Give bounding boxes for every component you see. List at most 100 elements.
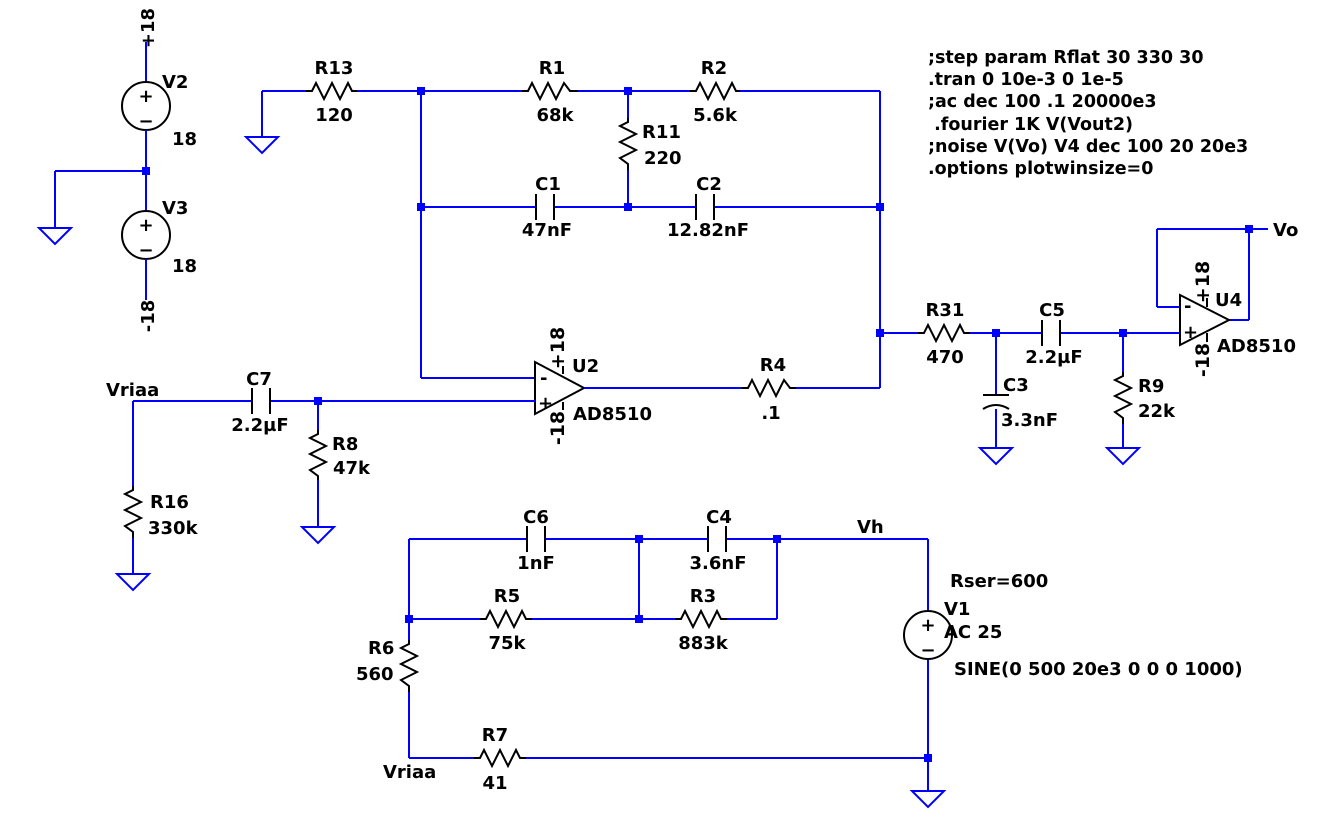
ground-icon	[299, 526, 337, 545]
v1-ac: AC 25	[944, 622, 1002, 643]
r5-name: R5	[494, 586, 520, 607]
r16-name: R16	[150, 492, 189, 513]
resistor-r13[interactable]: R13 120	[306, 58, 357, 126]
v1-sine: SINE(0 500 20e3 0 0 0 1000)	[954, 659, 1243, 680]
v2-name: V2	[162, 72, 188, 93]
c3-name: C3	[1003, 375, 1029, 396]
r31-name: R31	[926, 300, 965, 321]
supply-v2[interactable]: + − +18 V2 18	[121, 8, 197, 210]
noninverting-input-sign: +	[538, 393, 553, 414]
resistor-r7[interactable]: R7 41	[474, 725, 526, 794]
r1-name: R1	[539, 58, 565, 79]
u2-name: U2	[572, 356, 599, 377]
capacitor-c6[interactable]: C6 1nF	[517, 507, 555, 574]
minus-sign: −	[138, 111, 153, 132]
ground-icon	[1104, 447, 1142, 466]
directive-noise[interactable]: ;noise V(Vo) V4 dec 100 20 20e3	[928, 137, 1248, 157]
v3-name: V3	[162, 198, 188, 219]
r2-value: 5.6k	[693, 105, 738, 126]
u2-model: AD8510	[573, 404, 652, 425]
resistor-r1[interactable]: R1 68k	[522, 58, 578, 126]
output-wires	[880, 225, 1268, 466]
directive-step[interactable]: ;step param Rflat 30 330 30	[928, 48, 1204, 68]
net-label-vh: Vh	[857, 517, 884, 538]
resistor-r8[interactable]: R8 47k	[307, 430, 371, 480]
resistor-r31[interactable]: R31 470	[918, 300, 970, 368]
net-label-vo: Vo	[1273, 220, 1298, 241]
directive-fourier[interactable]: .fourier 1K V(Vout2)	[928, 115, 1133, 135]
bottom-network-wires	[405, 535, 947, 809]
net-label-vriaa: Vriaa	[106, 380, 159, 401]
v3-rail-label: -18	[138, 300, 159, 333]
capacitor-c3[interactable]: C3 3.3nF	[982, 375, 1058, 431]
resistor-r9[interactable]: R9 22k	[1112, 372, 1176, 424]
r13-value: 120	[315, 105, 353, 126]
r4-value: .1	[761, 403, 780, 424]
minus-sign: −	[138, 240, 153, 261]
v3-value: 18	[172, 256, 197, 277]
v2-rail-label: +18	[138, 8, 159, 48]
c7-name: C7	[246, 369, 272, 390]
capacitor-c4[interactable]: C4 3.6nF	[690, 507, 747, 574]
r4-name: R4	[760, 355, 786, 376]
v1-name: V1	[944, 599, 970, 620]
plus-sign: +	[138, 215, 153, 236]
capacitor-c7[interactable]: C7 2.2µF	[231, 369, 288, 436]
c4-name: C4	[706, 507, 732, 528]
r11-value: 220	[644, 148, 682, 169]
ground-icon	[909, 790, 947, 809]
resistor-r5[interactable]: R5 75k	[480, 586, 532, 654]
c6-name: C6	[523, 507, 549, 528]
r31-value: 470	[926, 347, 964, 368]
r16-value: 330k	[148, 518, 199, 539]
r7-value: 41	[482, 773, 507, 794]
inverting-input-sign: -	[1184, 296, 1191, 317]
v1-rser: Rser=600	[950, 571, 1048, 592]
u4-pos-rail: +18	[1192, 261, 1214, 303]
r5-value: 75k	[488, 633, 526, 654]
u4-name: U4	[1215, 290, 1242, 311]
ground-icon	[114, 573, 152, 592]
r6-name: R6	[368, 638, 394, 659]
directive-tran[interactable]: .tran 0 10e-3 0 1e-5	[928, 70, 1124, 90]
input-wires	[114, 397, 535, 592]
c5-value: 2.2µF	[1025, 347, 1082, 368]
source-v1[interactable]: + − Rser=600 V1 AC 25 SINE(0 500 20e3 0 …	[903, 571, 1243, 680]
spice-directives: ;step param Rflat 30 330 30 .tran 0 10e-…	[928, 48, 1248, 179]
plus-sign: +	[920, 615, 935, 636]
capacitor-c2[interactable]: C2 12.82nF	[667, 174, 749, 241]
u4-neg-rail: -18	[1192, 343, 1214, 377]
r11-name: R11	[642, 122, 681, 143]
r13-name: R13	[315, 58, 354, 79]
r6-value: 560	[356, 664, 394, 685]
ground-icon	[977, 447, 1015, 466]
c7-value: 2.2µF	[231, 415, 288, 436]
supply-v3[interactable]: + − -18 V3 18	[121, 198, 197, 333]
resistor-r4[interactable]: R4 .1	[742, 355, 796, 424]
resistor-r6[interactable]: R6 560	[356, 638, 420, 692]
r9-name: R9	[1138, 376, 1164, 397]
r1-value: 68k	[536, 105, 574, 126]
resistor-r16[interactable]: R16 330k	[122, 486, 199, 539]
plus-sign: +	[138, 86, 153, 107]
capacitor-c5[interactable]: C5 2.2µF	[1025, 300, 1082, 368]
r8-name: R8	[332, 434, 358, 455]
resistor-r11[interactable]: R11 220	[617, 118, 682, 170]
top-feedback-wires	[243, 87, 884, 388]
r2-name: R2	[701, 58, 727, 79]
ground-icon	[243, 136, 281, 155]
directive-ac[interactable]: ;ac dec 100 .1 20000e3	[928, 92, 1157, 112]
c1-value: 47nF	[522, 220, 572, 241]
resistor-r2[interactable]: R2 5.6k	[690, 58, 740, 126]
r9-value: 22k	[1138, 401, 1176, 422]
opamp-u2[interactable]: - + +18 -18 U2 AD8510	[534, 327, 652, 445]
resistor-r3[interactable]: R3 883k	[675, 586, 729, 654]
ground-icon	[36, 227, 74, 246]
c1-name: C1	[535, 174, 561, 195]
r3-value: 883k	[678, 633, 729, 654]
u4-model: AD8510	[1217, 336, 1296, 357]
directive-options[interactable]: .options plotwinsize=0	[928, 159, 1153, 179]
opamp-u4[interactable]: - + +18 -18 U4 AD8510	[1179, 261, 1296, 377]
capacitor-c1[interactable]: C1 47nF	[522, 174, 572, 241]
u2-pos-rail: +18	[547, 327, 569, 369]
